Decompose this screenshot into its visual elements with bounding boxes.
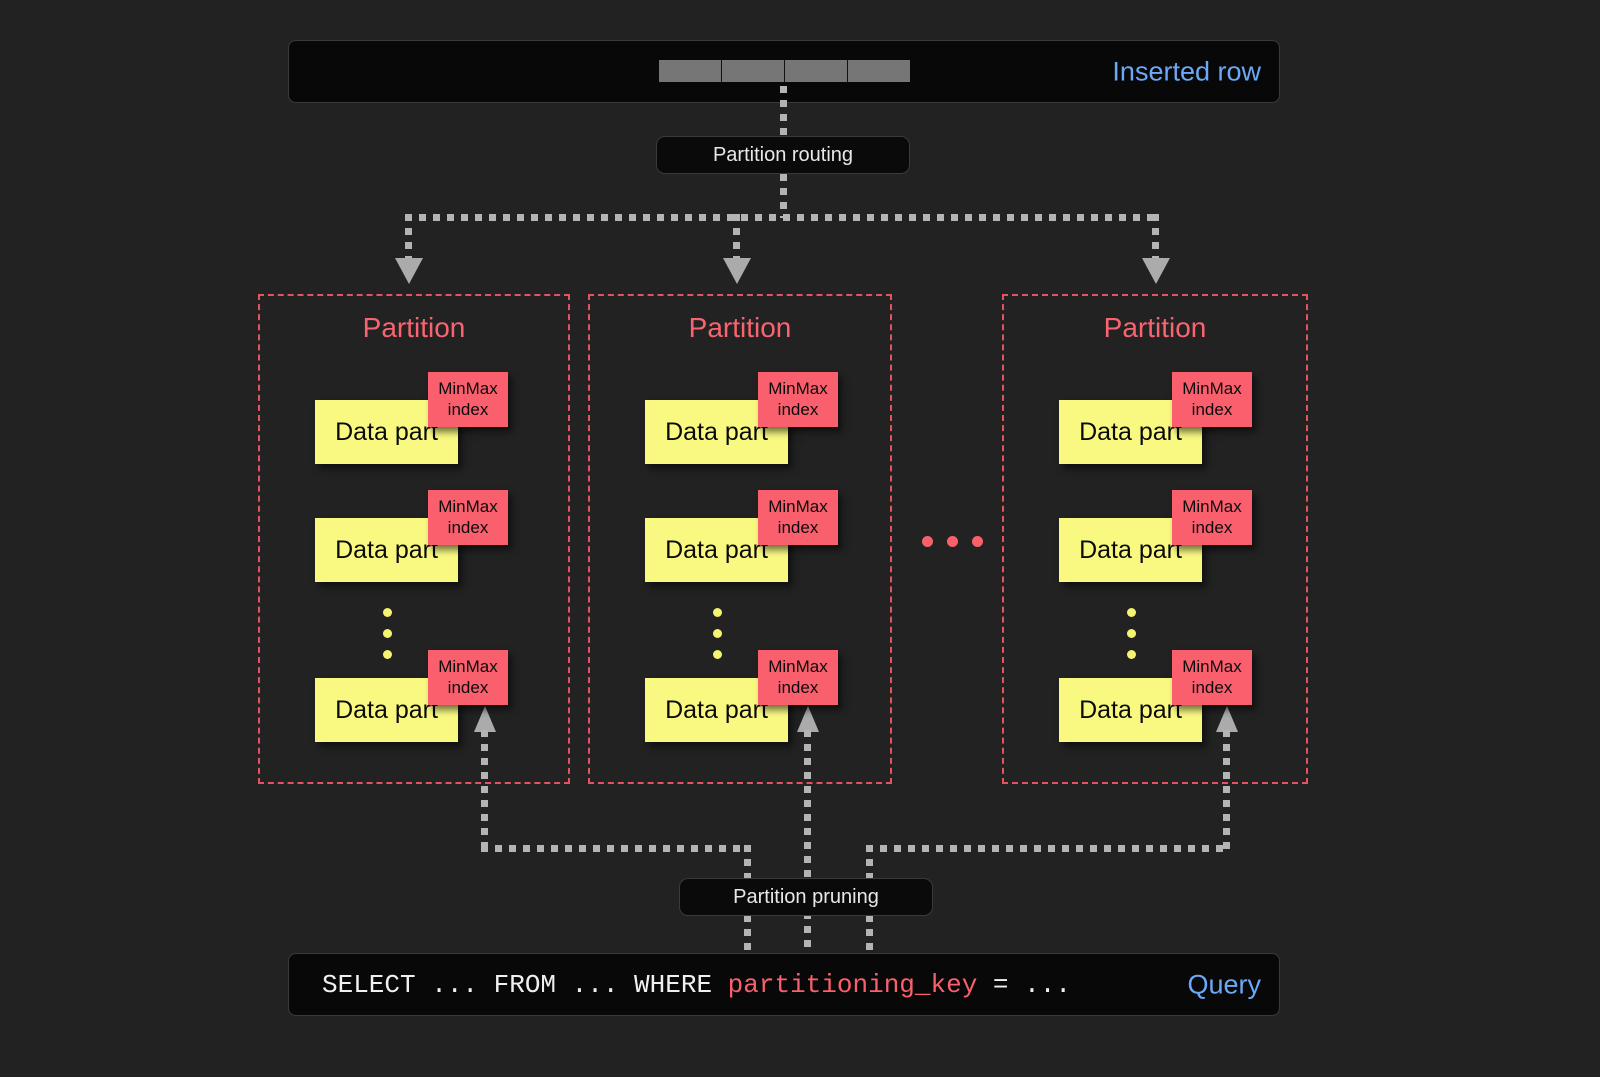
inserted-row-bar: Inserted row <box>288 40 1280 103</box>
row-cell <box>785 60 848 82</box>
arrow-down-partition-2 <box>723 258 751 284</box>
fanout-bus <box>405 214 1159 221</box>
query-suffix: = ... <box>977 969 1071 1000</box>
query-label: Query <box>1187 969 1261 999</box>
ellipsis-dot <box>713 608 722 617</box>
ellipsis-dot <box>383 608 392 617</box>
row-cell <box>722 60 785 82</box>
inserted-row-label: Inserted row <box>1112 56 1261 86</box>
connector-bus-to-partition-2 <box>733 214 740 262</box>
inserted-row-cells <box>659 60 910 82</box>
ellipsis-dot <box>922 536 933 547</box>
data-part-box: Data part <box>315 518 458 582</box>
arrow-down-partition-3 <box>1142 258 1170 284</box>
arrow-up-partition-3 <box>1216 706 1238 732</box>
data-part-ellipsis <box>1127 608 1136 659</box>
arrow-up-partition-1 <box>474 706 496 732</box>
query-prefix: SELECT ... FROM ... WHERE <box>322 969 728 1000</box>
ellipsis-dot <box>972 536 983 547</box>
connector-pruning-to-partition-1 <box>481 730 488 850</box>
ellipsis-dot <box>713 629 722 638</box>
query-partitioning-key: partitioning_key <box>727 969 978 1000</box>
ellipsis-dot <box>383 629 392 638</box>
query-sql-text: SELECT ... FROM ... WHERE partitioning_k… <box>322 970 1071 1000</box>
connector-bus-to-partition-1 <box>405 214 412 262</box>
connector-routing-to-bus <box>780 174 787 218</box>
pruning-bus-left <box>481 845 751 852</box>
connector-row-to-routing <box>780 86 787 142</box>
ellipsis-dot <box>1127 629 1136 638</box>
data-part-ellipsis <box>713 608 722 659</box>
partition-title: Partition <box>1103 312 1207 343</box>
ellipsis-dot <box>383 650 392 659</box>
pruning-bus-right <box>866 845 1230 852</box>
row-cell <box>659 60 722 82</box>
arrow-down-partition-1 <box>395 258 423 284</box>
connector-pruning-to-partition-2 <box>804 730 811 950</box>
data-part-box: Data part <box>1059 518 1202 582</box>
row-cell <box>848 60 910 82</box>
ellipsis-dot <box>1127 608 1136 617</box>
data-part-ellipsis <box>383 608 392 659</box>
ellipsis-dot <box>713 650 722 659</box>
partition-routing-chip: Partition routing <box>656 136 910 174</box>
ellipsis-dot <box>947 536 958 547</box>
partition-ellipsis <box>922 536 983 547</box>
query-bar: SELECT ... FROM ... WHERE partitioning_k… <box>288 953 1280 1016</box>
connector-pruning-to-partition-3 <box>1223 730 1230 850</box>
data-part-box: Data part <box>1059 678 1202 742</box>
partition-title: Partition <box>362 312 466 343</box>
data-part-box: Data part <box>645 678 788 742</box>
partition-pruning-chip: Partition pruning <box>679 878 933 916</box>
arrow-up-partition-2 <box>797 706 819 732</box>
partition-title: Partition <box>688 312 792 343</box>
connector-bus-to-partition-3 <box>1152 214 1159 262</box>
ellipsis-dot <box>1127 650 1136 659</box>
